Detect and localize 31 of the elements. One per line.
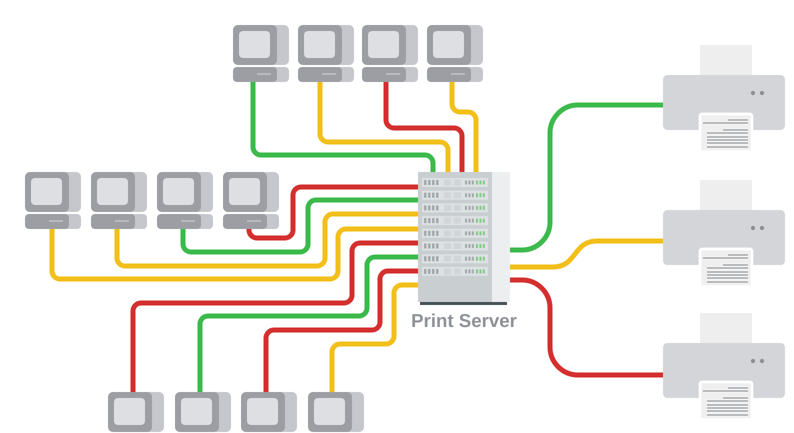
cable [384,82,464,172]
computer-icon [362,25,418,82]
cable [198,254,418,392]
cable [510,278,663,378]
cable [510,102,663,252]
computer-icon [157,172,213,229]
cable [130,240,418,392]
server-label: Print Server [412,313,517,328]
cable [50,226,418,282]
cable [114,212,418,268]
computer-icon [233,25,289,82]
computer-icon [308,392,364,432]
computer-icon [298,25,354,82]
computer-icon [175,392,231,432]
cable [250,82,436,172]
cable [246,184,418,240]
cable [330,282,418,392]
cable [510,238,663,270]
cable [318,82,450,172]
printer-icon [663,313,785,421]
computer-icon [427,25,483,82]
computer-icon [223,172,279,229]
cable [450,82,478,172]
printer-icon [663,180,785,288]
computer-icon [241,392,297,432]
computer-icon [91,172,147,229]
computer-icon [25,172,81,229]
cable [264,268,418,392]
computer-icon [108,392,164,432]
printer-icon [663,45,785,153]
cable [180,198,418,254]
